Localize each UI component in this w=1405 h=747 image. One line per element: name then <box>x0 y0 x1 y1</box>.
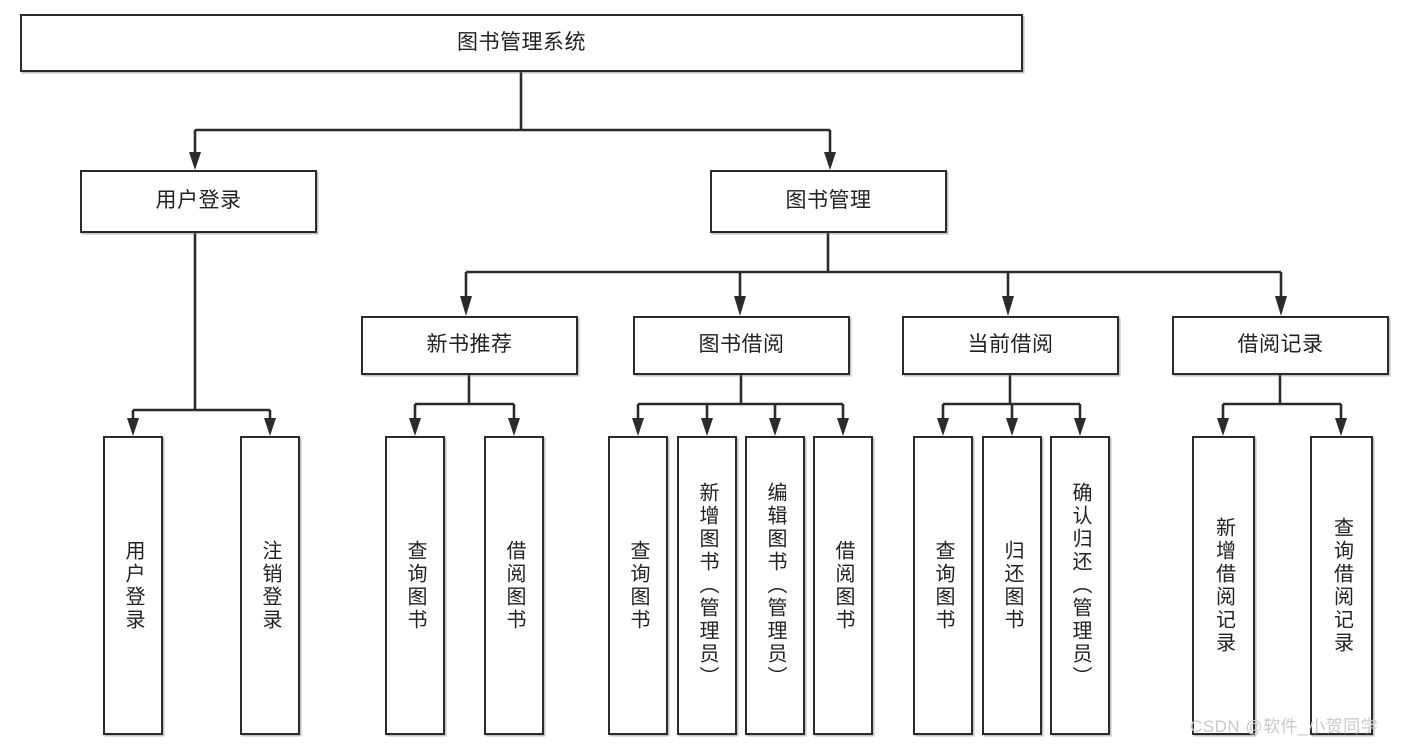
node-level2-borrow-record-label: 借阅记录 <box>1237 333 1324 357</box>
node-leaf-confirm-return-admin-label: 确认归还（管理员） <box>1069 482 1091 689</box>
node-level1-book-management-label: 图书管理 <box>785 189 872 213</box>
node-leaf-user-login-label: 用户登录 <box>122 539 144 632</box>
node-leaf-edit-book-admin[interactable]: 编辑图书（管理员） <box>745 436 805 735</box>
node-leaf-logout-label: 注销登录 <box>259 539 281 632</box>
node-leaf-confirm-return-admin[interactable]: 确认归还（管理员） <box>1050 436 1110 735</box>
node-leaf-query-borrow-record[interactable]: 查询借阅记录 <box>1310 436 1373 735</box>
node-level2-current-borrow[interactable]: 当前借阅 <box>902 316 1119 375</box>
node-leaf-add-borrow-record-label: 新增借阅记录 <box>1212 516 1235 655</box>
node-leaf-borrow-book[interactable]: 借阅图书 <box>813 436 873 735</box>
node-leaf-query-borrow-record-label: 查询借阅记录 <box>1330 516 1353 655</box>
node-root-system[interactable]: 图书管理系统 <box>20 14 1023 72</box>
node-level1-user-login-label: 用户登录 <box>155 189 242 213</box>
node-leaf-return-book[interactable]: 归还图书 <box>982 436 1042 735</box>
node-leaf-add-book-admin-label: 新增图书（管理员） <box>696 482 718 689</box>
node-level2-new-book-recommend[interactable]: 新书推荐 <box>361 316 578 375</box>
node-root-label: 图书管理系统 <box>457 30 586 54</box>
node-level2-current-borrow-label: 当前借阅 <box>967 333 1054 357</box>
node-leaf-return-book-label: 归还图书 <box>1001 539 1023 632</box>
node-leaf-borrow-book-newbook-label: 借阅图书 <box>503 539 525 632</box>
node-leaf-borrow-book-newbook[interactable]: 借阅图书 <box>484 436 544 735</box>
node-level1-book-management[interactable]: 图书管理 <box>710 170 947 233</box>
node-leaf-query-book-current[interactable]: 查询图书 <box>913 436 973 735</box>
node-level2-borrow-record[interactable]: 借阅记录 <box>1172 316 1389 375</box>
node-leaf-query-book-borrow[interactable]: 查询图书 <box>608 436 668 735</box>
arrowheads <box>127 152 1347 436</box>
node-leaf-edit-book-admin-label: 编辑图书（管理员） <box>764 482 786 689</box>
node-leaf-add-book-admin[interactable]: 新增图书（管理员） <box>677 436 737 735</box>
node-leaf-query-book-current-label: 查询图书 <box>932 539 954 632</box>
node-leaf-borrow-book-label: 借阅图书 <box>832 539 854 632</box>
node-level2-book-borrow-label: 图书借阅 <box>698 333 785 357</box>
node-level2-book-borrow[interactable]: 图书借阅 <box>633 316 850 375</box>
node-leaf-query-book-newbook-label: 查询图书 <box>404 539 426 632</box>
node-level2-new-book-recommend-label: 新书推荐 <box>426 333 513 357</box>
node-leaf-user-login[interactable]: 用户登录 <box>103 436 163 735</box>
node-level1-user-login[interactable]: 用户登录 <box>80 170 317 233</box>
node-leaf-query-book-borrow-label: 查询图书 <box>627 539 649 632</box>
node-leaf-add-borrow-record[interactable]: 新增借阅记录 <box>1192 436 1255 735</box>
node-leaf-logout[interactable]: 注销登录 <box>240 436 300 735</box>
node-leaf-query-book-newbook[interactable]: 查询图书 <box>385 436 445 735</box>
